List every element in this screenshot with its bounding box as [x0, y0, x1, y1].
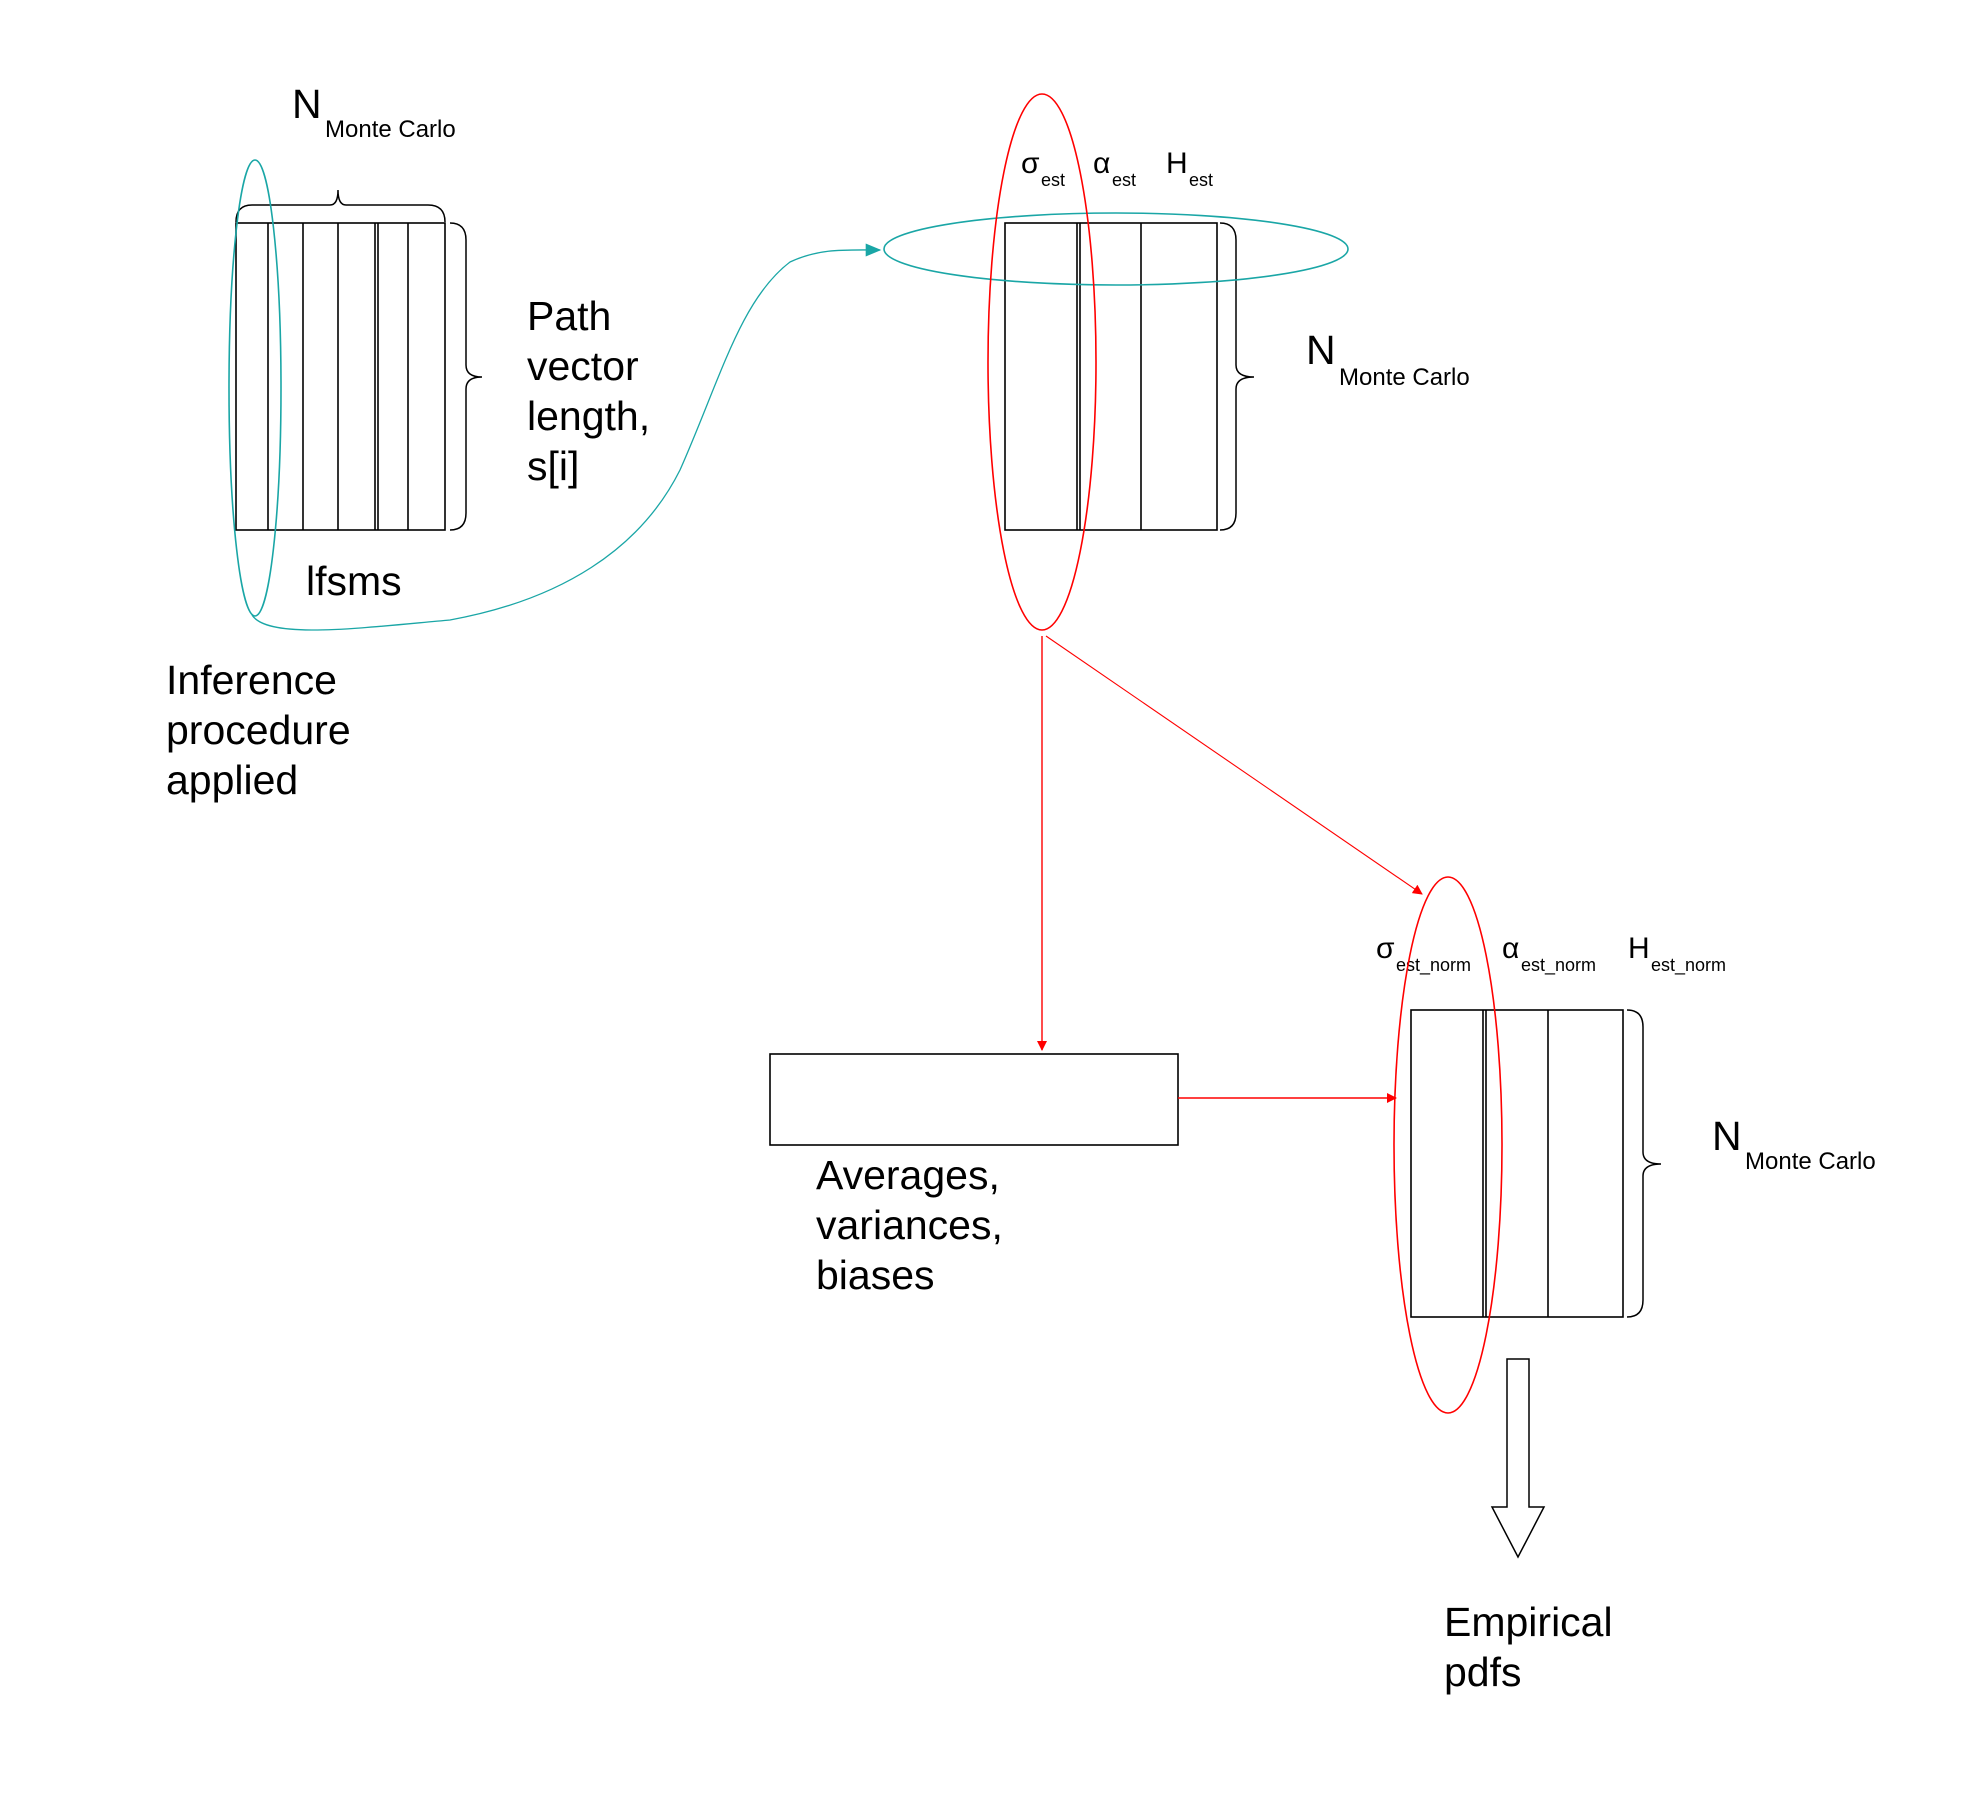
statistics-label: Averages, variances, biases: [816, 1152, 1014, 1298]
red-arrow-diagonal: [1045, 635, 1423, 895]
lfsms-matrix: [235, 222, 446, 531]
alpha-est-header-sub: est: [1112, 170, 1136, 190]
lfsms-top-brace: [235, 189, 446, 223]
cyan-selection-ellipse-row: [883, 212, 1349, 286]
lfsms-matrix-frame: [235, 222, 446, 531]
sigma-est-header-sub: est: [1041, 170, 1065, 190]
red-selection-ellipse-sigma: [987, 93, 1097, 631]
empirical-pdfs-label: Empirical pdfs: [1444, 1599, 1624, 1695]
estimates-right-brace: [1219, 222, 1255, 531]
estimates-side-label-main: N: [1306, 327, 1336, 373]
estimates-matrix-frame: [1004, 222, 1218, 531]
h-est-header: H: [1166, 147, 1188, 180]
statistics-box: [769, 1053, 1179, 1146]
cyan-curved-arrow: [251, 243, 882, 631]
normalized-side-label-sub: Monte Carlo: [1745, 1148, 1876, 1175]
normalized-matrix-frame: [1410, 1009, 1624, 1318]
inference-note: Inference procedure applied: [166, 657, 362, 803]
h-norm-header: H: [1628, 932, 1650, 965]
alpha-norm-header: α: [1502, 932, 1519, 965]
lfsms-top-label-sub: Monte Carlo: [325, 116, 456, 143]
sigma-est-header: σ: [1021, 147, 1040, 180]
normalized-matrix: [1410, 1009, 1624, 1318]
hollow-down-arrow: [1490, 1358, 1546, 1559]
estimates-matrix: [1004, 222, 1218, 531]
lfsms-bottom-label: lfsms: [306, 558, 402, 604]
path-vector-label: Path vector length, s[i]: [527, 293, 662, 489]
red-selection-ellipse-sigma-norm: [1393, 876, 1503, 1414]
alpha-norm-header-sub: est_norm: [1521, 955, 1596, 976]
estimates-side-label-sub: Monte Carlo: [1339, 364, 1470, 391]
cyan-selection-ellipse-column: [228, 159, 282, 617]
lfsms-right-brace: [449, 222, 483, 531]
alpha-est-header: α: [1093, 147, 1110, 180]
h-norm-header-sub: est_norm: [1651, 955, 1726, 976]
normalized-right-brace: [1626, 1009, 1662, 1318]
sigma-norm-header-sub: est_norm: [1396, 955, 1471, 976]
normalized-side-label-main: N: [1712, 1113, 1742, 1159]
h-est-header-sub: est: [1189, 170, 1213, 190]
sigma-norm-header: σ: [1376, 932, 1395, 965]
lfsms-top-label-main: N: [292, 81, 322, 127]
